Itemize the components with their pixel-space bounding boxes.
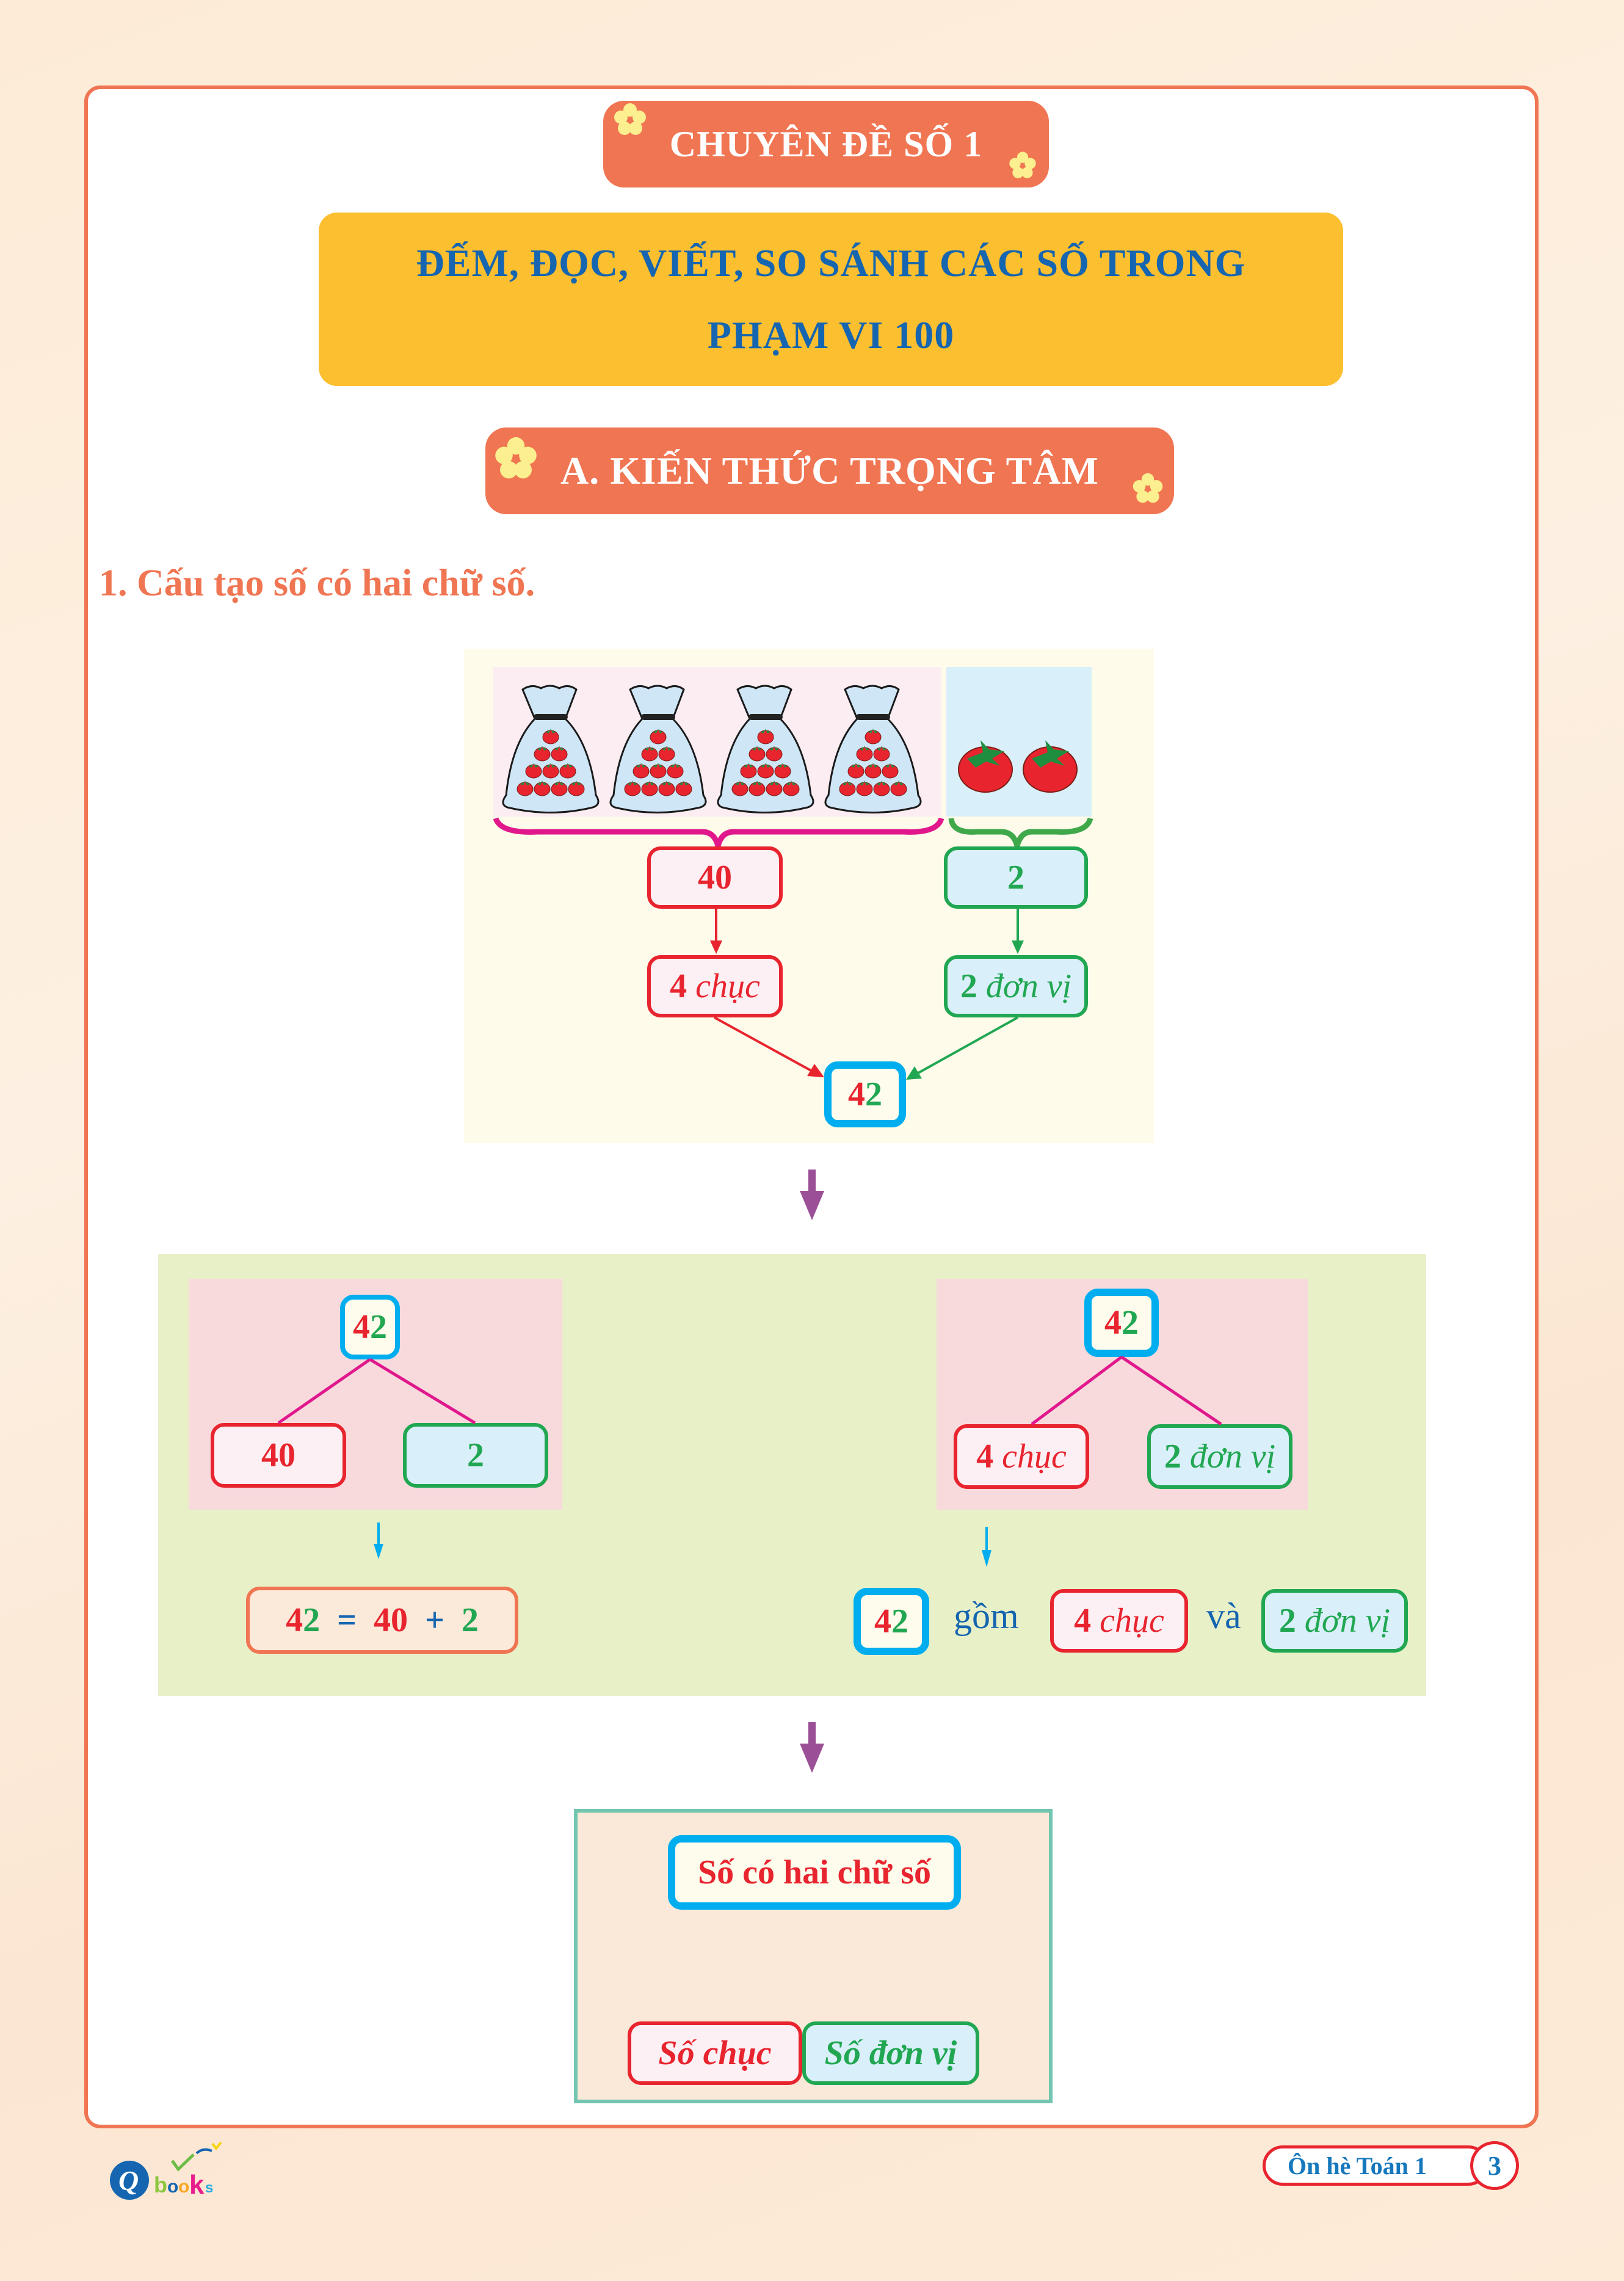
root-tens-digit: 4 [353,1308,370,1346]
sentence-ones-word: đơn vị [1304,1602,1391,1640]
summary-tens-label: Số chục [658,2034,772,2072]
sentence-tens-digit: 4 [1074,1602,1092,1640]
child-value: 2 [467,1436,484,1474]
right-tree-child-ones: 2 đơn vị [1147,1424,1292,1489]
eq-equals: = [337,1601,357,1639]
sentence-ones-digit: 2 [891,1603,908,1640]
page-number-value: 3 [1488,2150,1501,2181]
child-word: chục [1002,1438,1067,1475]
sentence-tens-digit: 4 [874,1603,891,1640]
book-title: Ôn hè Toán 1 [1288,2152,1427,2180]
root-ones-digit: 2 [370,1308,387,1346]
bag-icon [825,686,921,813]
child-word: đơn vị [1189,1438,1276,1475]
root-ones-digit: 2 [1122,1304,1139,1342]
svg-text:b: b [154,2172,167,2197]
ones-word-box: 2 đơn vị [944,955,1088,1017]
summary-root-label: Số có hai chữ số [697,1854,932,1891]
sentence-tens-box: 4 chục [1050,1589,1188,1653]
child-value: 40 [261,1436,295,1474]
word-va: và [1206,1596,1241,1636]
summary-ones-label: Số đơn vị [824,2034,957,2072]
right-tree-child-tens: 4 chục [954,1424,1089,1489]
ones-digit: 2 [960,967,977,1005]
svg-text:k: k [189,2170,205,2200]
tomato-bags-illustration [493,667,941,817]
tens-digit: 4 [670,967,687,1005]
chapter-title-line-2: PHẠM VI 100 [707,313,955,357]
tens-word: chục [695,967,760,1005]
svg-text:Q: Q [118,2165,139,2196]
ones-image-panel [946,667,1092,817]
chapter-title-line-1: ĐẾM, ĐỌC, VIẾT, SO SÁNH CÁC SỐ TRONG [416,241,1246,285]
section-badge: A. KIẾN THỨC TRỌNG TÂM [485,427,1174,514]
sentence-tens-word: chục [1100,1602,1164,1640]
left-tree-child-2: 2 [403,1423,548,1488]
summary-ones-box: Số đơn vị [802,2021,979,2085]
loose-tomatoes-illustration [958,740,1078,793]
bag-icon [718,686,813,813]
flower-icon [1009,151,1036,178]
sentence-ones-box: 2 đơn vị [1261,1589,1408,1653]
tomato-icon [1023,740,1078,793]
svg-text:o: o [178,2177,189,2197]
eq-lhs-ones: 2 [303,1601,321,1639]
eq-plus: + [425,1601,444,1639]
section-badge-label: A. KIẾN THỨC TRỌNG TÂM [560,449,1099,492]
tens-value-box: 40 [647,846,783,909]
eq-addend2: 2 [461,1601,479,1639]
summary-root-box: Số có hai chữ số [668,1835,961,1910]
page-number: 3 [1470,2141,1519,2190]
tens-value: 40 [698,859,732,897]
chapter-title: ĐẾM, ĐỌC, VIẾT, SO SÁNH CÁC SỐ TRONG PHẠ… [319,213,1343,386]
result-tens-digit: 4 [848,1075,865,1113]
sentence-ones-digit: 2 [1278,1602,1296,1640]
bag-icon [611,686,706,813]
tomato-icon [958,740,1013,793]
qbooks-logo: Q b o o k s [110,2141,222,2200]
topic-badge: CHUYÊN ĐỀ SỐ 1 [603,101,1049,187]
root-tens-digit: 4 [1104,1304,1122,1342]
eq-addend1: 40 [374,1601,408,1639]
svg-text:s: s [205,2180,213,2196]
summary-tens-box: Số chục [628,2021,802,2085]
topic-badge-label: CHUYÊN ĐỀ SỐ 1 [669,123,983,164]
eq-lhs-tens: 4 [286,1601,303,1639]
result-ones-digit: 2 [865,1075,882,1113]
ones-word: đơn vị [985,967,1072,1005]
ones-value-box: 2 [944,846,1088,909]
left-tree-child-40: 40 [211,1423,346,1488]
flower-icon [614,103,646,135]
flower-icon [1133,473,1163,503]
child-digit: 4 [976,1438,994,1475]
section-heading: 1. Cấu tạo số có hai chữ số. [99,562,535,604]
child-digit: 2 [1164,1438,1181,1475]
word-gom: gồm [954,1596,1019,1636]
ones-value: 2 [1007,859,1024,897]
tens-word-box: 4 chục [647,955,783,1017]
flower-icon [495,437,537,479]
bag-icon [503,686,598,813]
book-title-badge: Ôn hè Toán 1 [1263,2145,1488,2186]
svg-text:o: o [167,2177,178,2197]
